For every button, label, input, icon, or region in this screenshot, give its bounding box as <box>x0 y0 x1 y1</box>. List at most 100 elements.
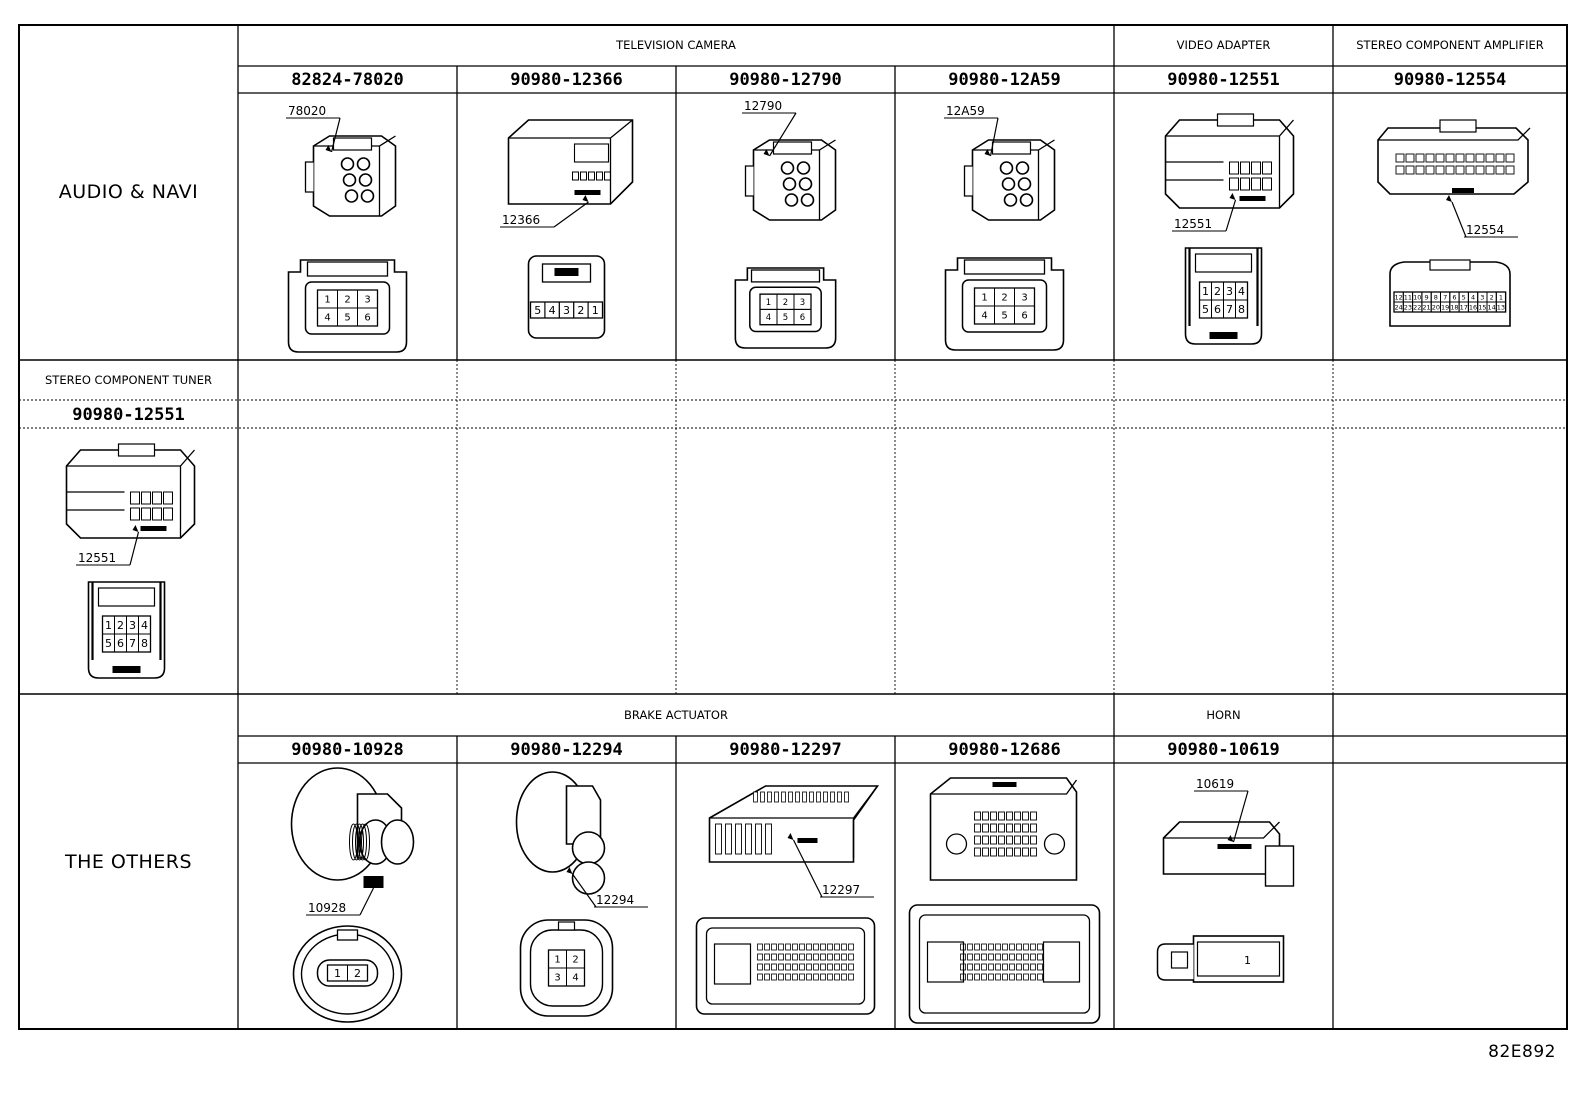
callout: 12A59 <box>944 104 999 157</box>
pin-number: 2 <box>117 619 124 632</box>
callout-label: 12A59 <box>946 104 985 118</box>
pin-number: 2 <box>344 295 350 306</box>
connector-iso-view <box>1162 821 1295 887</box>
pin-number: 4 <box>572 973 578 984</box>
callout: 12297 <box>787 833 874 898</box>
connector-iso-view <box>65 443 196 539</box>
group-label: TELEVISION CAMERA <box>615 38 736 52</box>
pin-number: 6 <box>1021 311 1027 322</box>
pin-number: 1 <box>105 619 112 632</box>
pin-number: 1 <box>554 955 560 966</box>
part-number: 82824-78020 <box>291 70 404 90</box>
pin-number: 4 <box>1471 293 1475 301</box>
part-number: 90980-12551 <box>72 405 185 425</box>
pin-number: 5 <box>1462 293 1466 301</box>
pin-number: 22 <box>1413 303 1421 311</box>
pin-number: 5 <box>1202 303 1209 316</box>
pin-number: 1 <box>324 295 330 306</box>
callout-label: 12790 <box>744 99 782 113</box>
connector-front-view <box>695 917 876 1015</box>
connector-iso-view <box>507 119 634 205</box>
pin-number: 19 <box>1441 303 1449 311</box>
pin-number: 5 <box>344 313 350 324</box>
pin-number: 3 <box>800 298 805 308</box>
table-grid <box>18 24 1568 1030</box>
pin-number: 7 <box>1226 303 1233 316</box>
part-number: 90980-12551 <box>1167 70 1280 90</box>
pin-number: 2 <box>577 304 584 317</box>
pin-number: 7 <box>129 637 136 650</box>
pin-number: 3 <box>1226 285 1233 298</box>
group-label: STEREO COMPONENT AMPLIFIER <box>1356 38 1543 52</box>
part-number: 90980-12686 <box>948 740 1061 760</box>
part-number: 90980-10619 <box>1167 740 1280 760</box>
pin-number: 8 <box>1238 303 1245 316</box>
pin-number: 3 <box>1480 293 1484 301</box>
part-number: 90980-10928 <box>291 740 404 760</box>
pin-number: 15 <box>1478 303 1486 311</box>
pin-number: 1 <box>1202 285 1209 298</box>
pin-number: 18 <box>1450 303 1458 311</box>
callout: 12790 <box>742 99 797 157</box>
callout-label: 12297 <box>822 883 860 897</box>
callout-label: 12551 <box>1174 217 1212 231</box>
pin-number: 4 <box>141 619 148 632</box>
table-frame <box>18 24 1568 1030</box>
pin-number: 1 <box>592 304 599 317</box>
part-number: 90980-12790 <box>729 70 842 90</box>
pin-number: 2 <box>1214 285 1221 298</box>
connector-iso-view <box>929 777 1078 881</box>
group-label: BRAKE ACTUATOR <box>624 708 728 722</box>
callout: 12294 <box>566 867 648 908</box>
pin-number: 5 <box>1001 311 1007 322</box>
pin-number: 9 <box>1424 293 1428 301</box>
pin-number: 21 <box>1422 303 1430 311</box>
pin-number: 4 <box>324 313 330 324</box>
pin-number: 5 <box>783 313 788 323</box>
pin-number: 1 <box>981 293 987 304</box>
pin-number: 6 <box>1214 303 1221 316</box>
pin-number: 11 <box>1404 293 1412 301</box>
callout-label: 10928 <box>308 901 346 915</box>
pin-number: 12 <box>1395 293 1403 301</box>
pin-number: 4 <box>766 313 771 323</box>
callout: 78020 <box>286 104 341 153</box>
section-label-others: THE OTHERS <box>64 851 192 873</box>
pin-number: 5 <box>105 637 112 650</box>
connector-iso-view <box>515 771 606 895</box>
pin-number: 4 <box>981 311 987 322</box>
part-number: 90980-12297 <box>729 740 842 760</box>
pin-number: 17 <box>1460 303 1468 311</box>
pin-number: 2 <box>1001 293 1007 304</box>
pin-number: 1 <box>1499 293 1503 301</box>
pin-number: 1 <box>766 298 771 308</box>
pin-number: 3 <box>129 619 136 632</box>
callout-label: 12294 <box>596 893 634 907</box>
pin-number: 4 <box>1238 285 1245 298</box>
part-number: 90980-12554 <box>1394 70 1507 90</box>
connector-iso-view <box>744 139 837 221</box>
pin-number: 6 <box>117 637 124 650</box>
connector-iso-view <box>963 139 1056 221</box>
pin-number: 6 <box>800 313 805 323</box>
pin-number: 4 <box>549 304 556 317</box>
pin-number: 14 <box>1488 303 1496 311</box>
connector-iso-view <box>304 135 397 217</box>
group-label: VIDEO ADAPTER <box>1177 38 1271 52</box>
pin-number: 7 <box>1443 293 1447 301</box>
pin-number: 6 <box>364 313 370 324</box>
pin-number: 3 <box>563 304 570 317</box>
connector-iso-view <box>1164 113 1295 209</box>
pin-number: 3 <box>364 295 370 306</box>
pin-number: 2 <box>1490 293 1494 301</box>
callout-label: 12366 <box>502 213 540 227</box>
callout: 12554 <box>1446 195 1518 238</box>
